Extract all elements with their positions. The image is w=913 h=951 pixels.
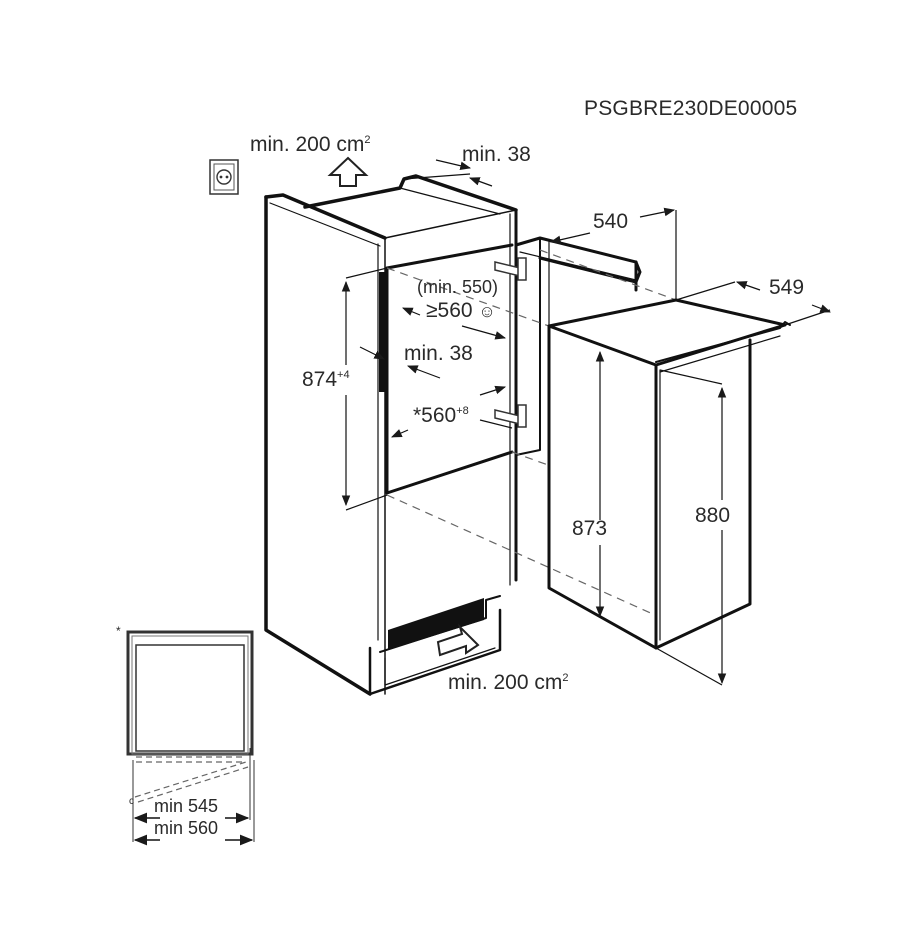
niche-width-tolerance: +8 — [456, 405, 469, 417]
airflow-in-arrow-icon — [436, 623, 480, 657]
appliance-height-label: 873 — [572, 517, 608, 540]
plan-min-545-label: min 545 — [154, 796, 219, 816]
depth-549-label: 549 — [769, 276, 805, 299]
side-gap-label: min. 38 — [404, 342, 473, 365]
width-540-label: 540 — [593, 210, 629, 233]
plan-min-560-label: min 560 — [154, 818, 219, 838]
bottom-ventilation-value: min. 200 cm — [448, 671, 563, 694]
asterisk-note: * — [116, 624, 121, 638]
top-ventilation-value: min. 200 cm — [250, 133, 365, 156]
plan-c-mark: c — [129, 796, 134, 807]
niche-width-label: *560+8 — [413, 404, 469, 428]
door-height-label: 880 — [695, 504, 731, 527]
top-gap-label: min. 38 — [462, 143, 531, 166]
niche-width-value: *560 — [413, 404, 457, 427]
smiley-icon: ☺ — [478, 302, 496, 321]
top-ventilation-label: min. 200 cm2 — [250, 133, 371, 157]
niche-height-value: 874 — [302, 368, 338, 391]
niche-depth-alt-label: (min. 550) — [417, 277, 499, 297]
niche-depth-value: ≥560 — [426, 299, 473, 322]
plan-view — [126, 630, 255, 846]
niche-height-tolerance: +4 — [337, 369, 350, 381]
bottom-ventilation-unit-exp: 2 — [562, 672, 569, 684]
top-ventilation-unit-exp: 2 — [364, 134, 371, 146]
model-code: PSGBRE230DE00005 — [584, 97, 798, 120]
niche-depth-label: ≥560 ☺ — [426, 299, 496, 323]
niche-height-label: 874+4 — [302, 368, 350, 392]
airflow-up-arrow-icon — [327, 156, 369, 187]
bottom-ventilation-label: min. 200 cm2 — [448, 671, 569, 695]
power-socket-icon — [209, 159, 239, 195]
